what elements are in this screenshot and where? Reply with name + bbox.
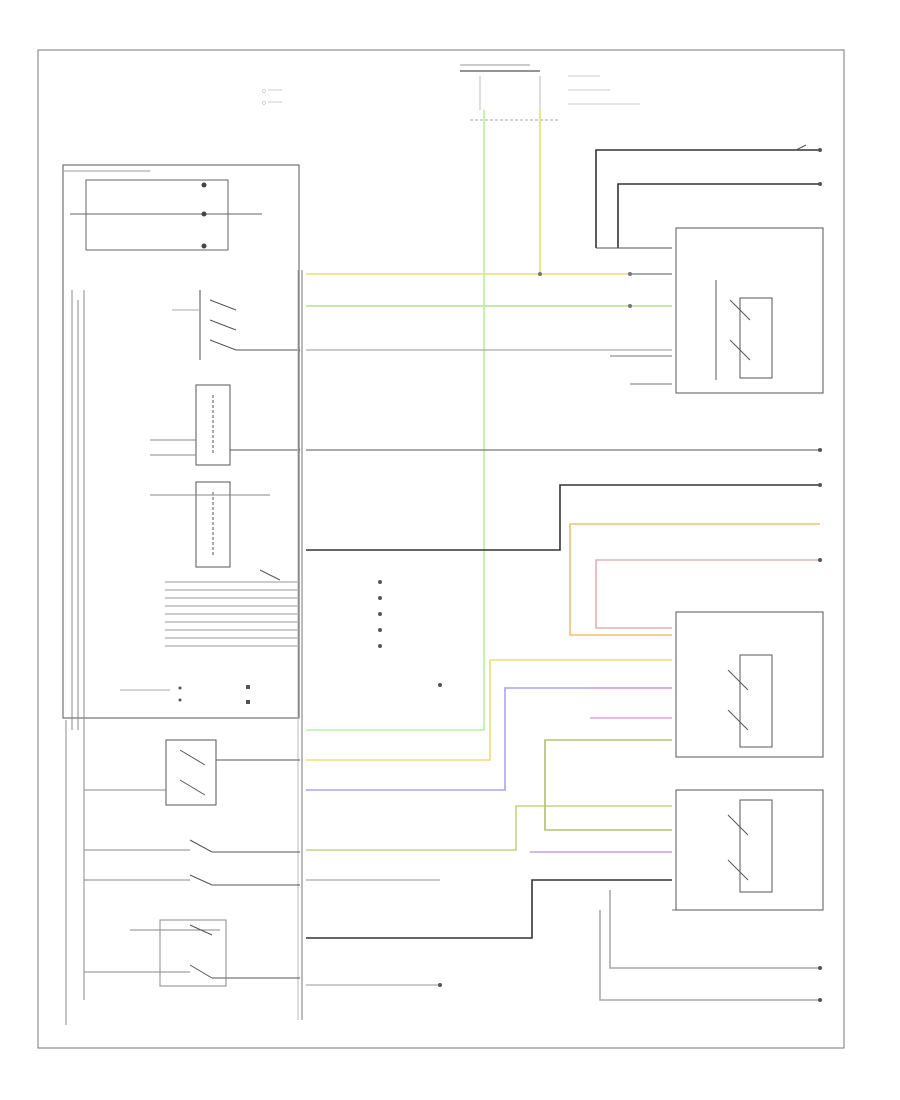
left-seat-switch: [675, 611, 824, 758]
signal-wires: [306, 110, 820, 1001]
left-bus: [65, 290, 85, 1025]
right-seat-switch: [675, 789, 824, 911]
diagram-border: [37, 49, 845, 1049]
passenger-seat-control: [675, 144, 824, 394]
module-relay-group: [70, 179, 262, 251]
module-bus-lines: [120, 581, 300, 704]
lower-left-switches: [84, 739, 300, 987]
svg-text:○: ○: [262, 89, 266, 94]
seat-control-module: [62, 164, 300, 719]
module-connector-strip: [297, 270, 303, 1020]
top-connector: [460, 64, 640, 121]
module-switch-right-seat: [172, 290, 300, 360]
top-legend: ○ ○: [262, 89, 282, 106]
connector-pins: [378, 148, 822, 1002]
module-switch-stack: [150, 384, 300, 581]
svg-text:○: ○: [262, 101, 266, 106]
